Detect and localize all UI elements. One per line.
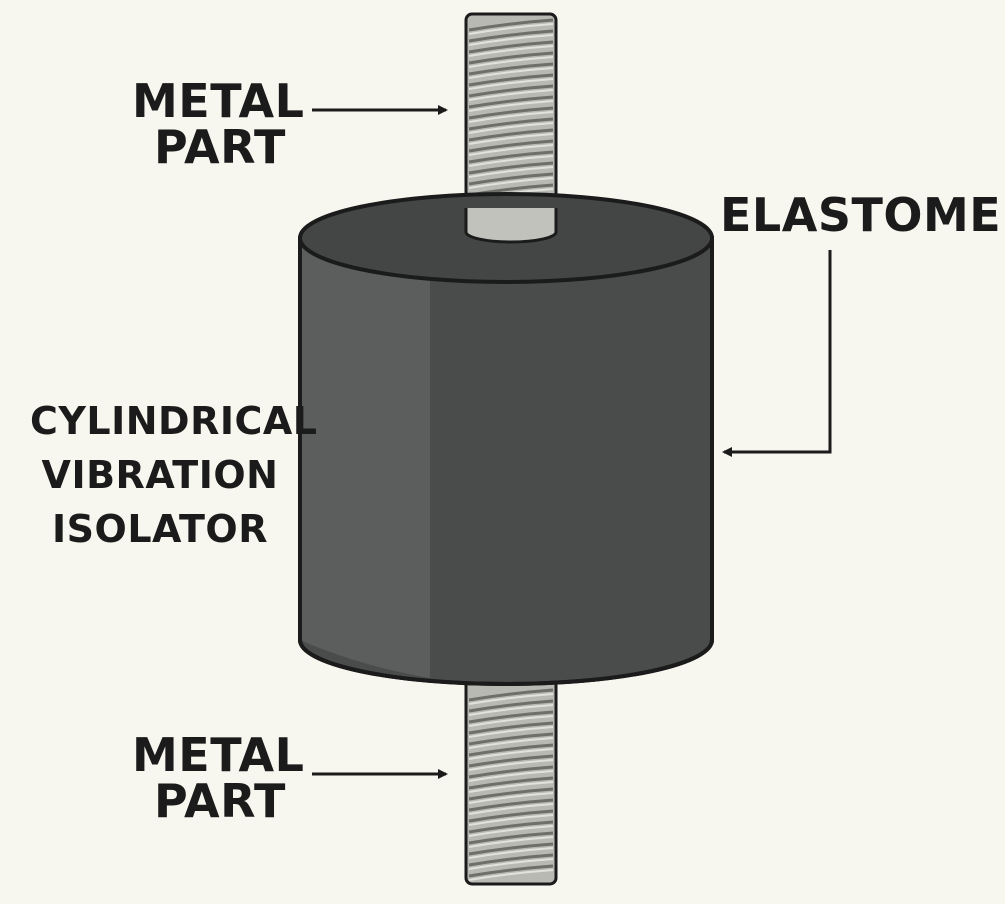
label-metal-part-top-line1: METAL	[132, 74, 305, 128]
thread-ridge	[468, 776, 554, 790]
label-elastomer-text: ELASTOMER	[720, 188, 1005, 242]
thread-highlight	[468, 792, 554, 804]
thread-ridge	[468, 73, 554, 87]
thread-ridge	[468, 820, 554, 834]
thread-highlight	[468, 34, 554, 46]
label-metal-part-bottom: METAL PART	[132, 732, 304, 824]
thread-ridge	[468, 84, 554, 98]
thread-highlight	[468, 748, 554, 760]
thread-highlight	[468, 803, 554, 815]
thread-highlight	[468, 726, 554, 738]
thread-ridge	[468, 765, 554, 779]
thread-highlight	[468, 858, 554, 870]
thread-ridge	[468, 798, 554, 812]
thread-ridge	[468, 809, 554, 823]
thread-ridge	[468, 18, 554, 32]
thread-ridge	[468, 128, 554, 142]
thread-highlight	[468, 847, 554, 859]
thread-highlight	[468, 111, 554, 123]
thread-ridge	[468, 864, 554, 878]
label-isolator-line2: VIBRATION	[41, 453, 279, 497]
arrow-elastomer	[722, 250, 832, 457]
thread-ridge	[468, 842, 554, 856]
thread-highlight	[468, 869, 554, 881]
bottom-threaded-stud	[464, 674, 558, 886]
label-metal-part-bottom-line1: METAL	[132, 728, 305, 782]
label-metal-part-bottom-line2: PART	[154, 774, 286, 828]
thread-highlight	[468, 89, 554, 101]
thread-highlight	[468, 67, 554, 79]
thread-highlight	[468, 23, 554, 35]
thread-ridge	[468, 139, 554, 153]
thread-highlight	[468, 45, 554, 57]
thread-ridge	[468, 51, 554, 65]
thread-highlight	[468, 100, 554, 112]
thread-highlight	[468, 155, 554, 167]
thread-ridge	[468, 754, 554, 768]
thread-highlight	[468, 133, 554, 145]
thread-highlight	[468, 781, 554, 793]
thread-ridge	[468, 106, 554, 120]
leader-arrows	[312, 105, 832, 779]
thread-highlight	[468, 715, 554, 727]
thread-highlight	[468, 693, 554, 705]
thread-highlight	[468, 166, 554, 178]
thread-highlight	[468, 704, 554, 716]
thread-ridge	[468, 787, 554, 801]
thread-ridge	[468, 95, 554, 109]
thread-highlight	[468, 56, 554, 68]
thread-highlight	[468, 177, 554, 189]
thread-ridge	[468, 29, 554, 43]
thread-highlight	[468, 144, 554, 156]
thread-ridge	[468, 117, 554, 131]
thread-highlight	[468, 122, 554, 134]
thread-ridge	[468, 853, 554, 867]
thread-highlight	[468, 814, 554, 826]
thread-ridge	[468, 688, 554, 702]
label-isolator-line1: CYLINDRICAL	[30, 399, 318, 443]
thread-ridge	[468, 40, 554, 54]
thread-ridge	[468, 699, 554, 713]
thread-ridge	[468, 743, 554, 757]
thread-highlight	[468, 737, 554, 749]
thread-ridge	[468, 831, 554, 845]
thread-ridge	[468, 710, 554, 724]
thread-ridge	[468, 161, 554, 175]
top-thread-ridges	[468, 18, 554, 200]
thread-ridge	[468, 721, 554, 735]
thread-ridge	[468, 732, 554, 746]
thread-highlight	[468, 759, 554, 771]
label-isolator-line3: ISOLATOR	[52, 507, 268, 551]
thread-highlight	[468, 770, 554, 782]
bottom-thread-ridges	[468, 688, 554, 881]
label-metal-part-top-line2: PART	[154, 120, 286, 174]
thread-highlight	[468, 836, 554, 848]
thread-ridge	[468, 62, 554, 76]
thread-ridge	[468, 172, 554, 186]
label-isolator: CYLINDRICAL VIBRATION ISOLATOR	[30, 399, 318, 551]
thread-highlight	[468, 825, 554, 837]
label-elastomer: ELASTOMER	[720, 192, 1005, 238]
thread-ridge	[468, 150, 554, 164]
elastomer-cylinder	[298, 192, 714, 686]
label-metal-part-top: METAL PART	[132, 78, 304, 170]
thread-highlight	[468, 78, 554, 90]
